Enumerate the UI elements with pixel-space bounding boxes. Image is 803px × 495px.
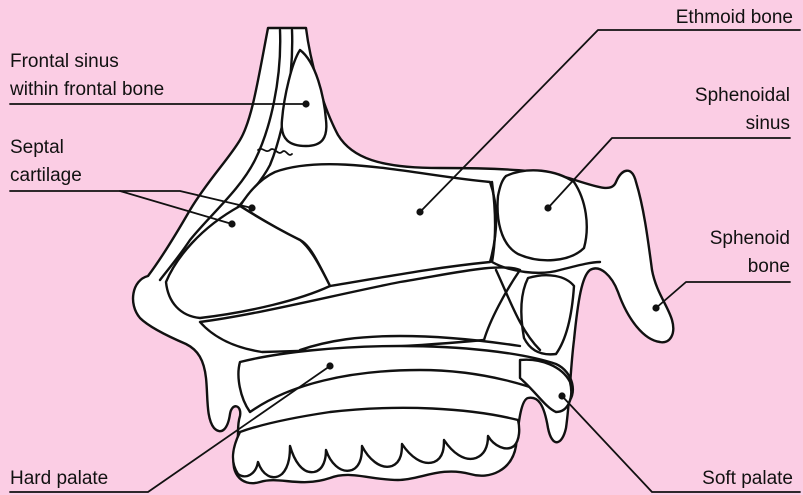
label-septal-cartilage-line2: cartilage — [10, 164, 82, 188]
point-frontal-sinus — [302, 100, 309, 107]
point-ethmoid-bone — [416, 208, 423, 215]
point-sphenoidal-sinus — [544, 204, 551, 211]
label-frontal-sinus-line1: Frontal sinus — [10, 50, 119, 74]
point-septal-cartilage-a — [248, 204, 255, 211]
label-sphenoidal-sinus-line2: sinus — [746, 112, 790, 136]
label-soft-palate: Soft palate — [702, 467, 793, 491]
point-septal-cartilage-b — [228, 220, 235, 227]
point-sphenoid-bone — [652, 304, 659, 311]
label-frontal-sinus-line2: within frontal bone — [10, 78, 164, 102]
label-ethmoid-bone: Ethmoid bone — [676, 6, 793, 30]
label-hard-palate: Hard palate — [10, 467, 108, 491]
point-soft-palate — [558, 392, 565, 399]
label-septal-cartilage-line1: Septal — [10, 136, 64, 160]
label-sphenoidal-sinus-line1: Sphenoidal — [695, 84, 790, 108]
sphenoidal-sinus — [498, 170, 587, 260]
label-sphenoid-bone-line1: Sphenoid — [710, 227, 790, 251]
point-hard-palate — [326, 362, 333, 369]
leader-sphenoid-bone — [656, 282, 790, 308]
label-sphenoid-bone-line2: bone — [748, 255, 790, 279]
